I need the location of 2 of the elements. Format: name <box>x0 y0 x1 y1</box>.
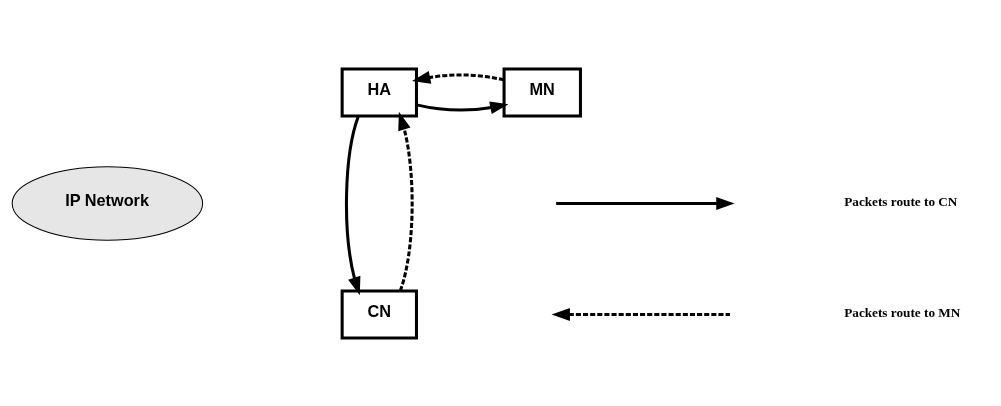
legend-label: Packets route to MN <box>844 304 961 320</box>
legend-label: Packets route to CN <box>844 193 958 209</box>
